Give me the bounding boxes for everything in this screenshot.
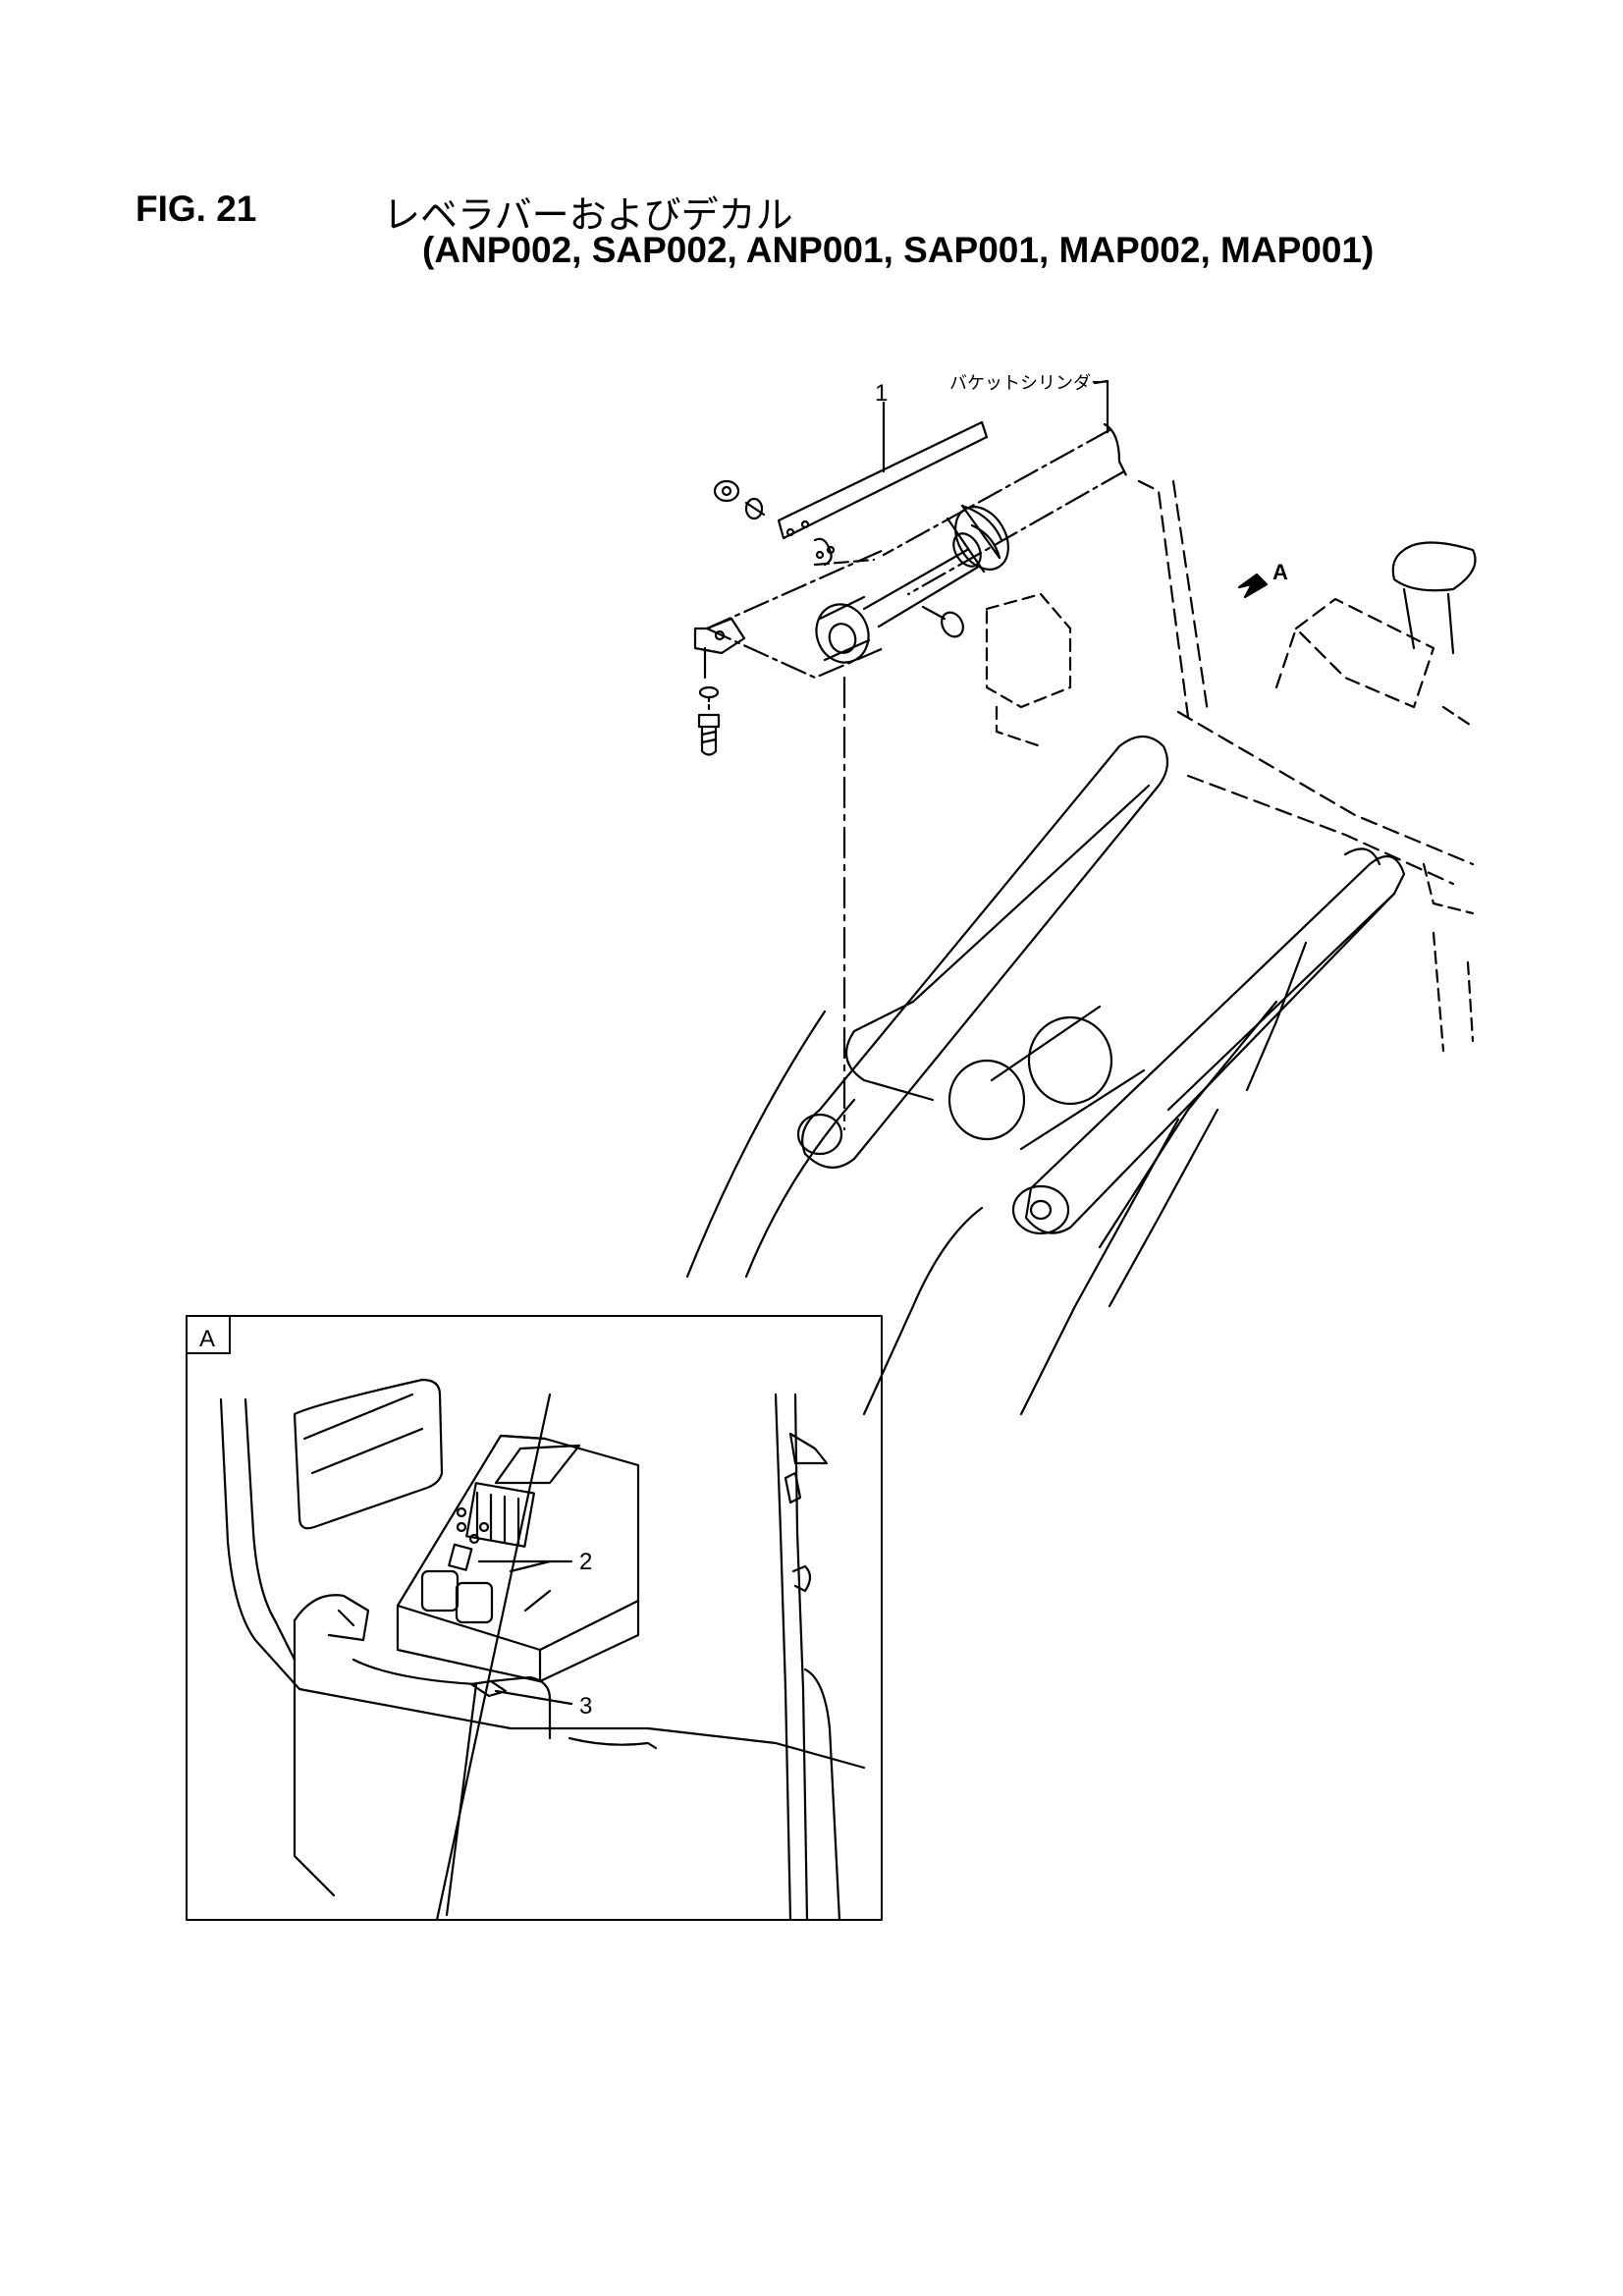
- boom-illustration: [685, 420, 1477, 1416]
- detail-box-label: A: [199, 1326, 215, 1352]
- callout-part-1: 1: [875, 380, 888, 473]
- view-arrow-label: A: [1272, 560, 1288, 584]
- callout-part-2: 2: [477, 1549, 592, 1575]
- callout-label-1: 1: [875, 380, 888, 407]
- callout-label-2: 2: [579, 1549, 592, 1575]
- callout-part-3: 3: [494, 1689, 592, 1720]
- figure-title: レベラバーおよびデカル: [383, 193, 793, 237]
- detail-view-a: A: [186, 1315, 883, 1922]
- callout-label-3: 3: [579, 1693, 592, 1720]
- figure-number: FIG. 21: [135, 189, 257, 229]
- bucket-cylinder-label: バケットシリンダー: [949, 373, 1109, 393]
- callout-bucket-cylinder: バケットシリンダー: [949, 373, 1109, 434]
- model-list: (ANP002, SAP002, ANP001, SAP001, MAP002,…: [422, 230, 1375, 270]
